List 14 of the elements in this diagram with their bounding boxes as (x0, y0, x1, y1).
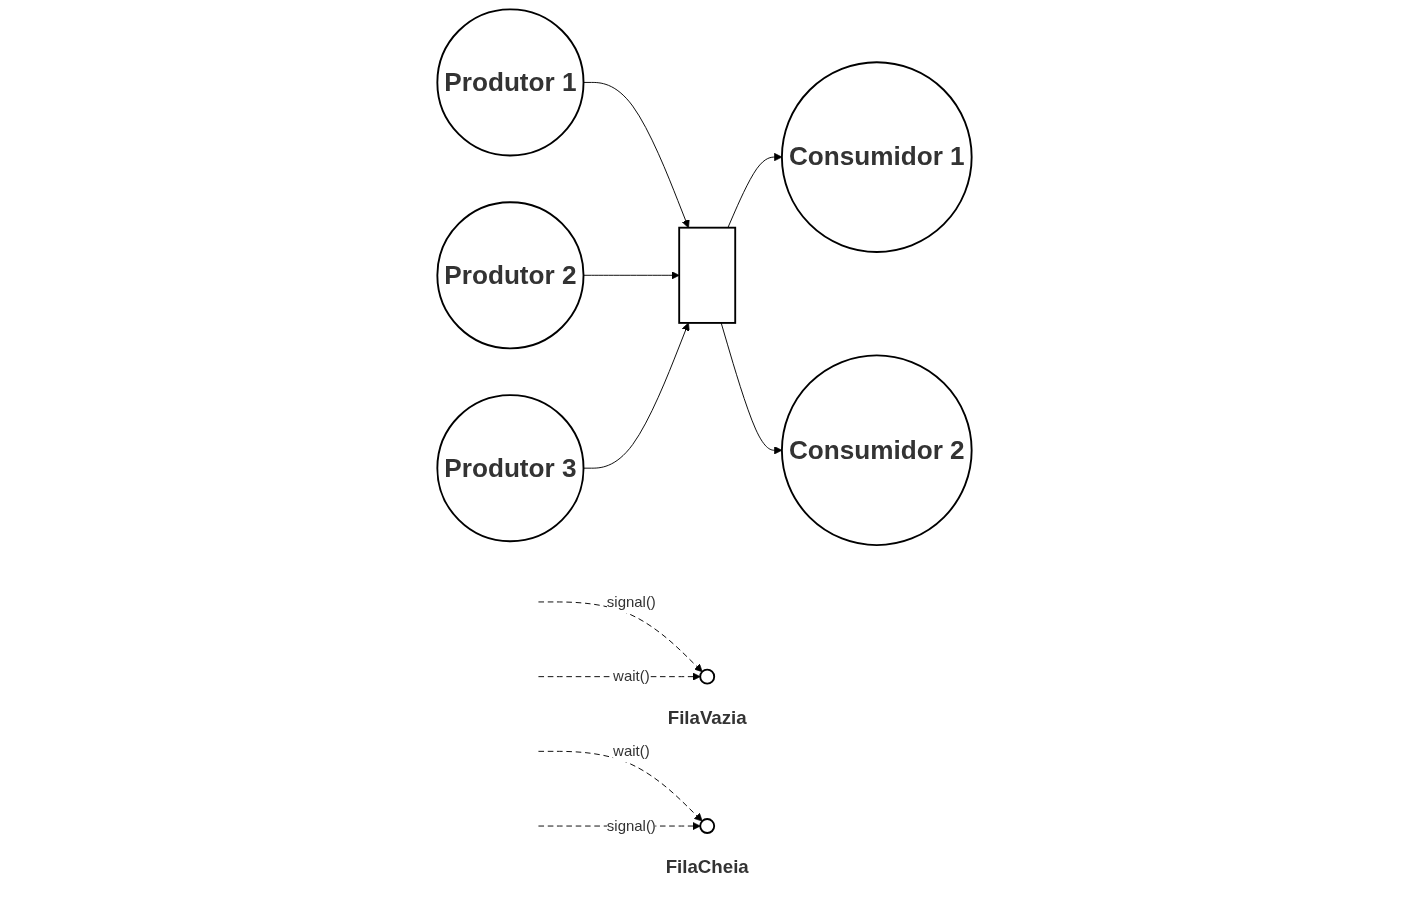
edge-label: signal() (606, 817, 656, 834)
node-circle (699, 668, 716, 685)
node-label: FilaCheia (665, 856, 749, 877)
edge-label: wait() (613, 668, 650, 685)
node-circle: Consumidor 1 (780, 61, 973, 253)
node-circle (699, 818, 716, 834)
node-circle: Produtor 2 (436, 201, 585, 350)
edge-label: signal() (606, 593, 656, 610)
edge-label: wait() (613, 742, 650, 759)
node-box (678, 226, 737, 324)
node-label: FilaVazia (667, 706, 747, 728)
node-circle: Produtor 1 (436, 8, 585, 157)
node-circle: Consumidor 2 (780, 354, 973, 547)
node-circle: Produtor 3 (436, 394, 585, 543)
